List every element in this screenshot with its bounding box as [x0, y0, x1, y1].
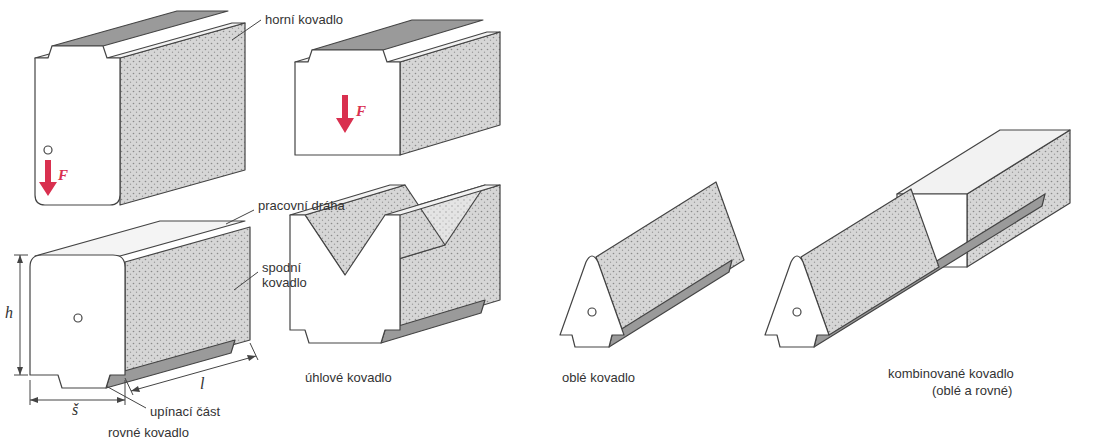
- leader-line: [232, 20, 261, 40]
- dimension-label: l: [200, 376, 204, 391]
- part-label: spodní kovadlo: [262, 260, 332, 290]
- leader-line: [234, 272, 258, 290]
- caption-label: oblé kovadlo: [562, 370, 635, 385]
- part-label: pracovní dráha: [258, 198, 345, 213]
- force-label: F: [356, 104, 366, 119]
- dimension-label: š: [72, 402, 78, 417]
- part-label: horní kovadlo: [265, 12, 343, 27]
- caption-label: (oblé a rovné): [932, 383, 1012, 398]
- dimension-label: h: [5, 305, 13, 320]
- part-label: upínací část: [150, 404, 220, 419]
- caption-label: rovné kovadlo: [108, 425, 189, 440]
- leader-line: [106, 386, 146, 408]
- force-label: F: [58, 168, 68, 183]
- leader-line: [226, 210, 254, 224]
- caption-label: kombinované kovadlo: [888, 366, 1014, 381]
- caption-label: úhlové kovadlo: [305, 370, 392, 385]
